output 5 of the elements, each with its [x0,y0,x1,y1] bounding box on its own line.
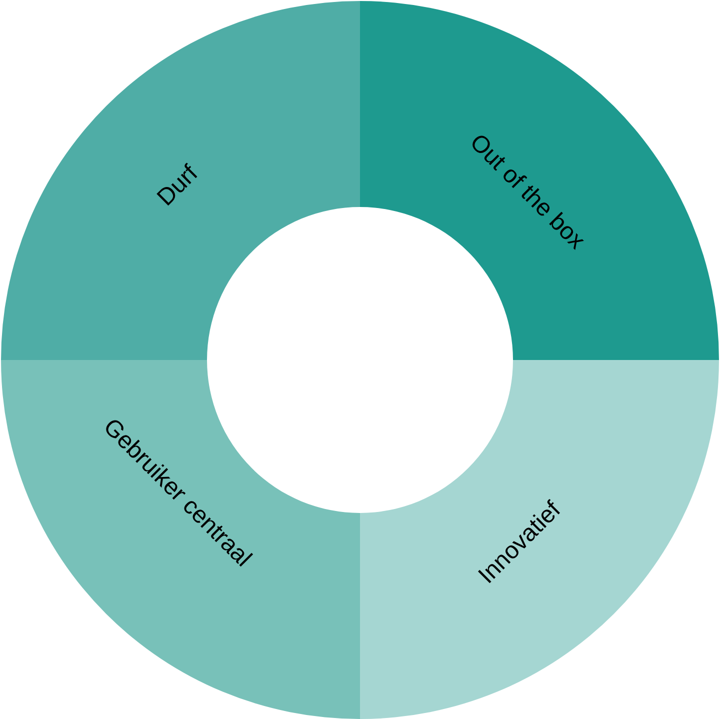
donut-segment [0,0,360,360]
donut-segment [360,0,720,360]
donut-segment [360,360,720,719]
segment-label: Out of the box [465,130,589,254]
donut-segment [0,360,360,719]
